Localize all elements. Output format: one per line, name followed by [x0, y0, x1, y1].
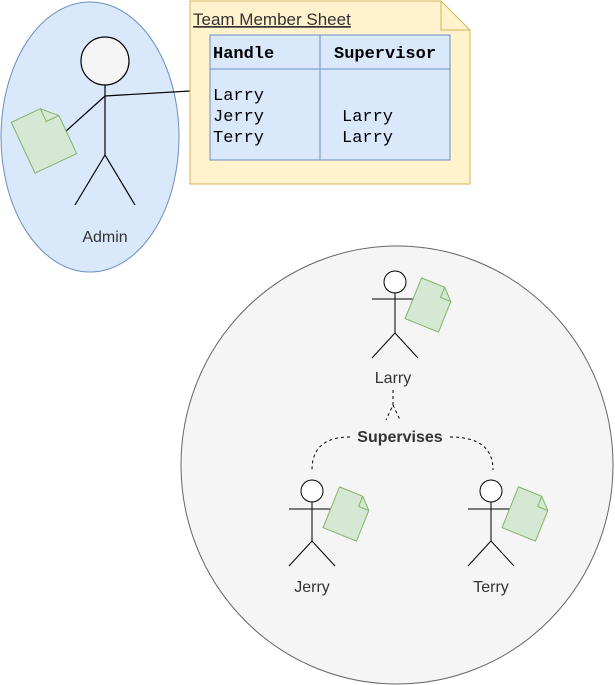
supervises-connector	[311, 390, 494, 471]
terry-label: Terry	[473, 579, 509, 596]
document-icon	[10, 108, 78, 174]
supervises-label: Supervises	[357, 429, 442, 446]
jerry-actor-figure[interactable]	[288, 479, 336, 567]
admin-actor-figure[interactable]	[64, 36, 191, 206]
document-icon	[501, 486, 549, 542]
team-member-table	[209, 34, 451, 161]
document-icon	[404, 277, 452, 333]
larry-label: Larry	[375, 370, 411, 387]
table-header-supervisor: Supervisor	[334, 45, 436, 64]
terry-actor-figure[interactable]	[467, 479, 515, 567]
table-cell-supervisor: Larry	[342, 129, 393, 148]
larry-actor-figure[interactable]	[371, 270, 419, 359]
table-cell-supervisor: Larry	[342, 108, 393, 127]
document-icon	[322, 486, 370, 542]
admin-label: Admin	[82, 229, 127, 246]
table-cell-handle: Jerry	[213, 108, 264, 127]
note-title: Team Member Sheet	[193, 10, 351, 29]
table-header-handle: Handle	[213, 45, 274, 64]
table-cell-handle: Larry	[213, 87, 264, 106]
table-cell-handle: Terry	[213, 129, 264, 148]
team-group-circle	[180, 245, 614, 685]
jerry-label: Jerry	[294, 579, 330, 596]
